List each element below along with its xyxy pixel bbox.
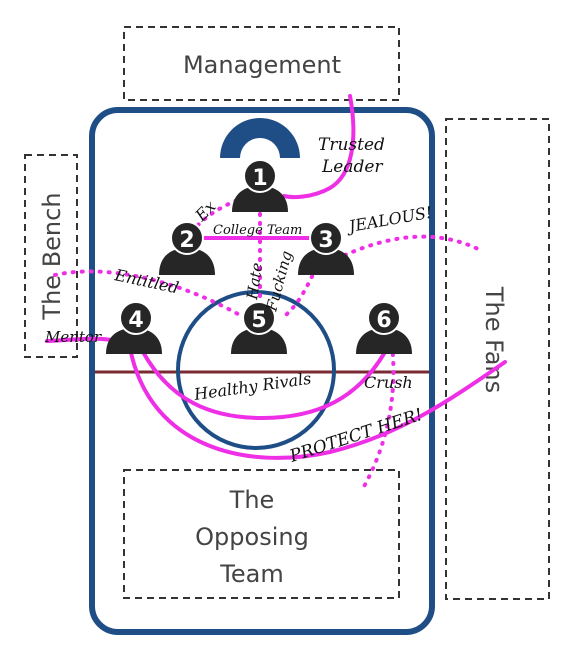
ex-label: Ex <box>191 197 220 226</box>
player-5-head <box>242 301 276 335</box>
player-6-body <box>356 328 412 354</box>
jealous-line <box>280 234 482 320</box>
player-6-head <box>367 301 401 335</box>
player-2-head <box>170 221 204 255</box>
player-4-number: 4 <box>128 308 143 333</box>
mentor-label: Mentor <box>44 328 102 346</box>
bench-box <box>24 154 78 358</box>
rink-outline <box>89 107 435 635</box>
player-5: 5 <box>231 301 287 354</box>
college-team-label: College Team <box>213 223 302 238</box>
opposing-team-box <box>123 469 400 599</box>
player-6-number: 6 <box>376 308 391 333</box>
trusted-label-line1: Trusted <box>318 135 385 155</box>
crush-line <box>360 343 396 492</box>
opposing-label-line1: The <box>229 486 275 514</box>
bench-label: The Bench <box>38 192 66 320</box>
trusted-label-line2: Leader <box>321 157 383 177</box>
center-circle <box>176 290 336 450</box>
player-3-body <box>298 248 354 275</box>
player-1: 1 <box>232 159 288 212</box>
player-5-number: 5 <box>251 308 266 333</box>
player-1-head <box>243 159 277 193</box>
healthy-rivals-line <box>141 350 387 421</box>
entitled-line <box>53 269 247 320</box>
player-4-head <box>119 301 153 335</box>
opposing-label-line2: Opposing <box>195 523 309 551</box>
player-1-body <box>232 186 288 212</box>
player-2-number: 2 <box>179 228 194 253</box>
trusted-leader-line <box>282 94 356 199</box>
player-3-number: 3 <box>318 228 333 253</box>
jealous-label: JEALOUS! <box>344 203 433 237</box>
player-2: 2 <box>159 221 215 275</box>
hate-label: Hate <box>243 261 266 301</box>
opposing-label-line3: Team <box>219 560 283 588</box>
player-4-body <box>106 328 162 354</box>
goal-crease <box>220 118 300 158</box>
player-1-number: 1 <box>252 166 267 191</box>
protect-her-line <box>128 346 507 460</box>
player-2-body <box>159 248 215 275</box>
management-box <box>123 26 400 101</box>
player-5-body <box>231 328 287 354</box>
management-label: Management <box>183 51 341 79</box>
crush-label: Crush <box>364 373 413 392</box>
healthy-rivals-label: Healthy Rivals <box>192 369 313 404</box>
player-3: 3 <box>298 221 354 275</box>
player-4: 4 <box>106 301 162 354</box>
player-6: 6 <box>356 301 412 354</box>
fucking-label: Fucking <box>262 249 296 314</box>
player-3-head <box>309 221 343 255</box>
fans-box <box>445 118 550 600</box>
